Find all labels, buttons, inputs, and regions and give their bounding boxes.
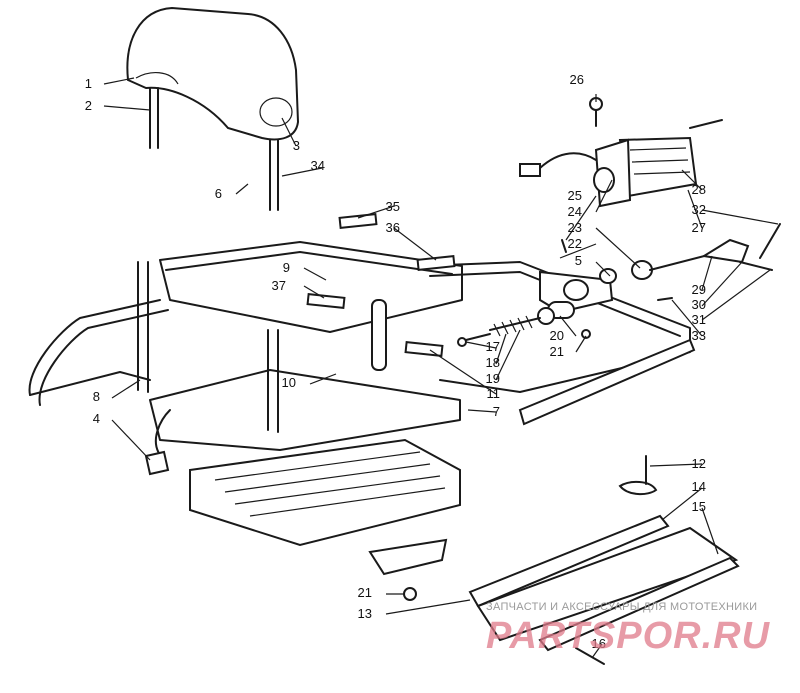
- rails: [368, 338, 740, 665]
- watermark-logo: PARTSPOR.RU: [486, 615, 771, 657]
- callout-36: 36: [386, 220, 400, 235]
- callout-1: 1: [85, 76, 92, 91]
- leader-lines: [103, 77, 779, 659]
- tail-light-assembly: [457, 97, 781, 347]
- callout-5: 5: [575, 253, 582, 268]
- callout-19: 19: [486, 371, 500, 386]
- callout-28: 28: [692, 182, 706, 197]
- callout-20: 20: [550, 328, 564, 343]
- callout-21: 21: [358, 585, 372, 600]
- callout-32: 32: [692, 202, 706, 217]
- callout-9: 9: [283, 260, 290, 275]
- callout-11: 11: [487, 386, 501, 401]
- callout-37: 37: [272, 278, 286, 293]
- callout-24: 24: [568, 204, 582, 219]
- callout-16: 16: [592, 636, 606, 651]
- callout-17: 17: [486, 339, 500, 354]
- callout-23: 23: [568, 220, 582, 235]
- rack-frame: [28, 241, 691, 456]
- callout-12: 12: [692, 456, 706, 471]
- callout-35: 35: [386, 199, 400, 214]
- callout-14: 14: [692, 479, 706, 494]
- base-plate: [144, 438, 461, 547]
- callout-22: 22: [568, 236, 582, 251]
- callout-33: 33: [692, 328, 706, 343]
- callout-6: 6: [215, 186, 222, 201]
- callout-25: 25: [568, 188, 582, 203]
- backrest: [126, 6, 300, 211]
- watermark: ЗАПЧАСТИ И АКСЕССУАРЫ ДЛЯ МОТОТЕХНИКИ PA…: [486, 601, 771, 657]
- callout-26: 26: [570, 72, 584, 87]
- callout-15: 15: [692, 499, 706, 514]
- watermark-caption: ЗАПЧАСТИ И АКСЕССУАРЫ ДЛЯ МОТОТЕХНИКИ: [486, 601, 757, 613]
- callout-21: 21: [550, 344, 564, 359]
- callout-31: 31: [692, 312, 706, 327]
- callout-29: 29: [692, 282, 706, 297]
- callout-18: 18: [486, 355, 500, 370]
- callout-10: 10: [282, 375, 296, 390]
- callout-2: 2: [85, 98, 92, 113]
- callout-13: 13: [358, 606, 372, 621]
- callout-34: 34: [311, 158, 325, 173]
- callout-7: 7: [493, 404, 500, 419]
- callout-30: 30: [692, 297, 706, 312]
- callout-4: 4: [93, 411, 100, 426]
- callout-27: 27: [692, 220, 706, 235]
- callout-8: 8: [93, 389, 100, 404]
- callout-3: 3: [293, 138, 300, 153]
